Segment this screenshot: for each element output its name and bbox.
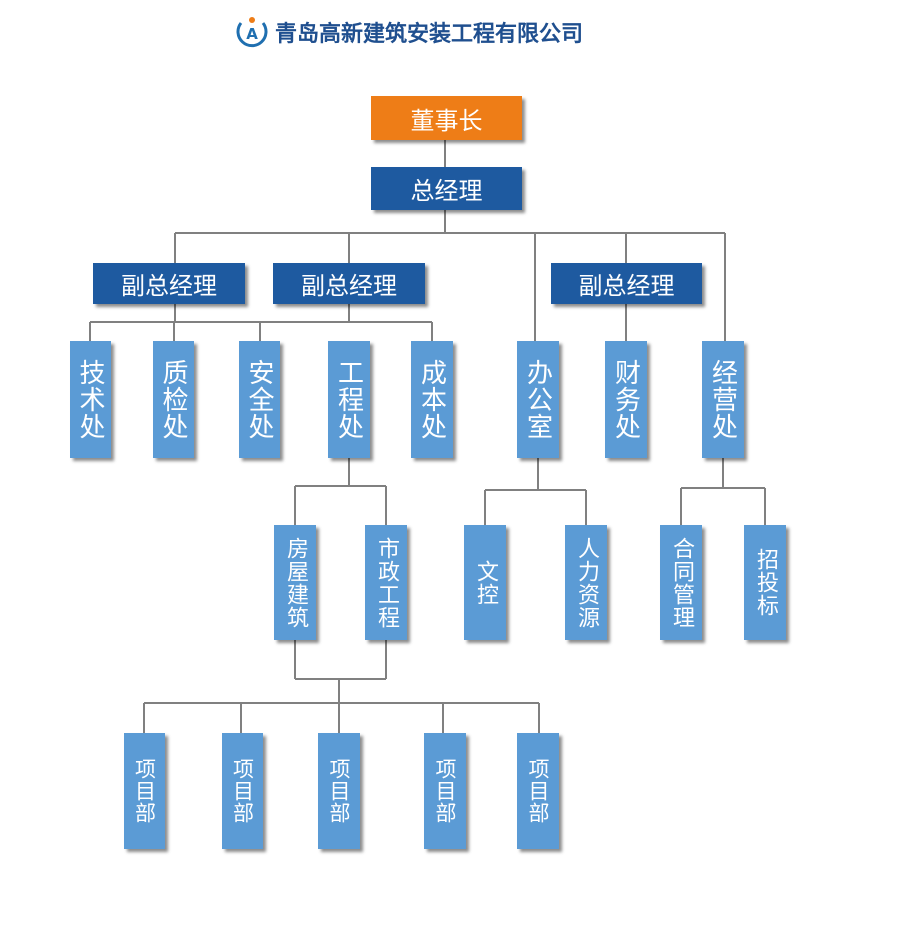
- chairman-box: 董事长: [371, 96, 522, 140]
- sub-document-control: 文控: [464, 525, 506, 640]
- logo-letter: A: [246, 25, 258, 43]
- dept-finance: 财务处: [605, 341, 647, 458]
- vice-manager-box-1: 副总经理: [93, 263, 245, 304]
- project-dept-2: 项目部: [222, 733, 263, 849]
- project-dept-4: 项目部: [424, 733, 466, 849]
- logo-icon: A: [235, 15, 269, 49]
- sub-municipal-engineering: 市政工程: [365, 525, 407, 640]
- company-logo: A 青岛高新建筑安装工程有限公司: [235, 14, 583, 50]
- project-dept-3: 项目部: [318, 733, 360, 849]
- dept-cost: 成本处: [411, 341, 453, 458]
- project-dept-5: 项目部: [517, 733, 559, 849]
- dept-business: 经营处: [702, 341, 744, 458]
- dept-quality: 质检处: [153, 341, 194, 458]
- sub-housing-construction: 房屋建筑: [274, 525, 316, 640]
- sub-contract-management: 合同管理: [660, 525, 702, 640]
- dept-engineering: 工程处: [328, 341, 370, 458]
- vice-manager-box-3: 副总经理: [551, 263, 702, 304]
- project-dept-1: 项目部: [124, 733, 165, 849]
- dept-technology: 技术处: [70, 341, 111, 458]
- sub-bidding: 招投标: [744, 525, 786, 640]
- sub-human-resources: 人力资源: [565, 525, 607, 640]
- dept-office: 办公室: [517, 341, 559, 458]
- vice-manager-box-2: 副总经理: [273, 263, 425, 304]
- general-manager-box: 总经理: [371, 167, 522, 210]
- company-name: 青岛高新建筑安装工程有限公司: [275, 22, 584, 47]
- dept-safety: 安全处: [239, 341, 280, 458]
